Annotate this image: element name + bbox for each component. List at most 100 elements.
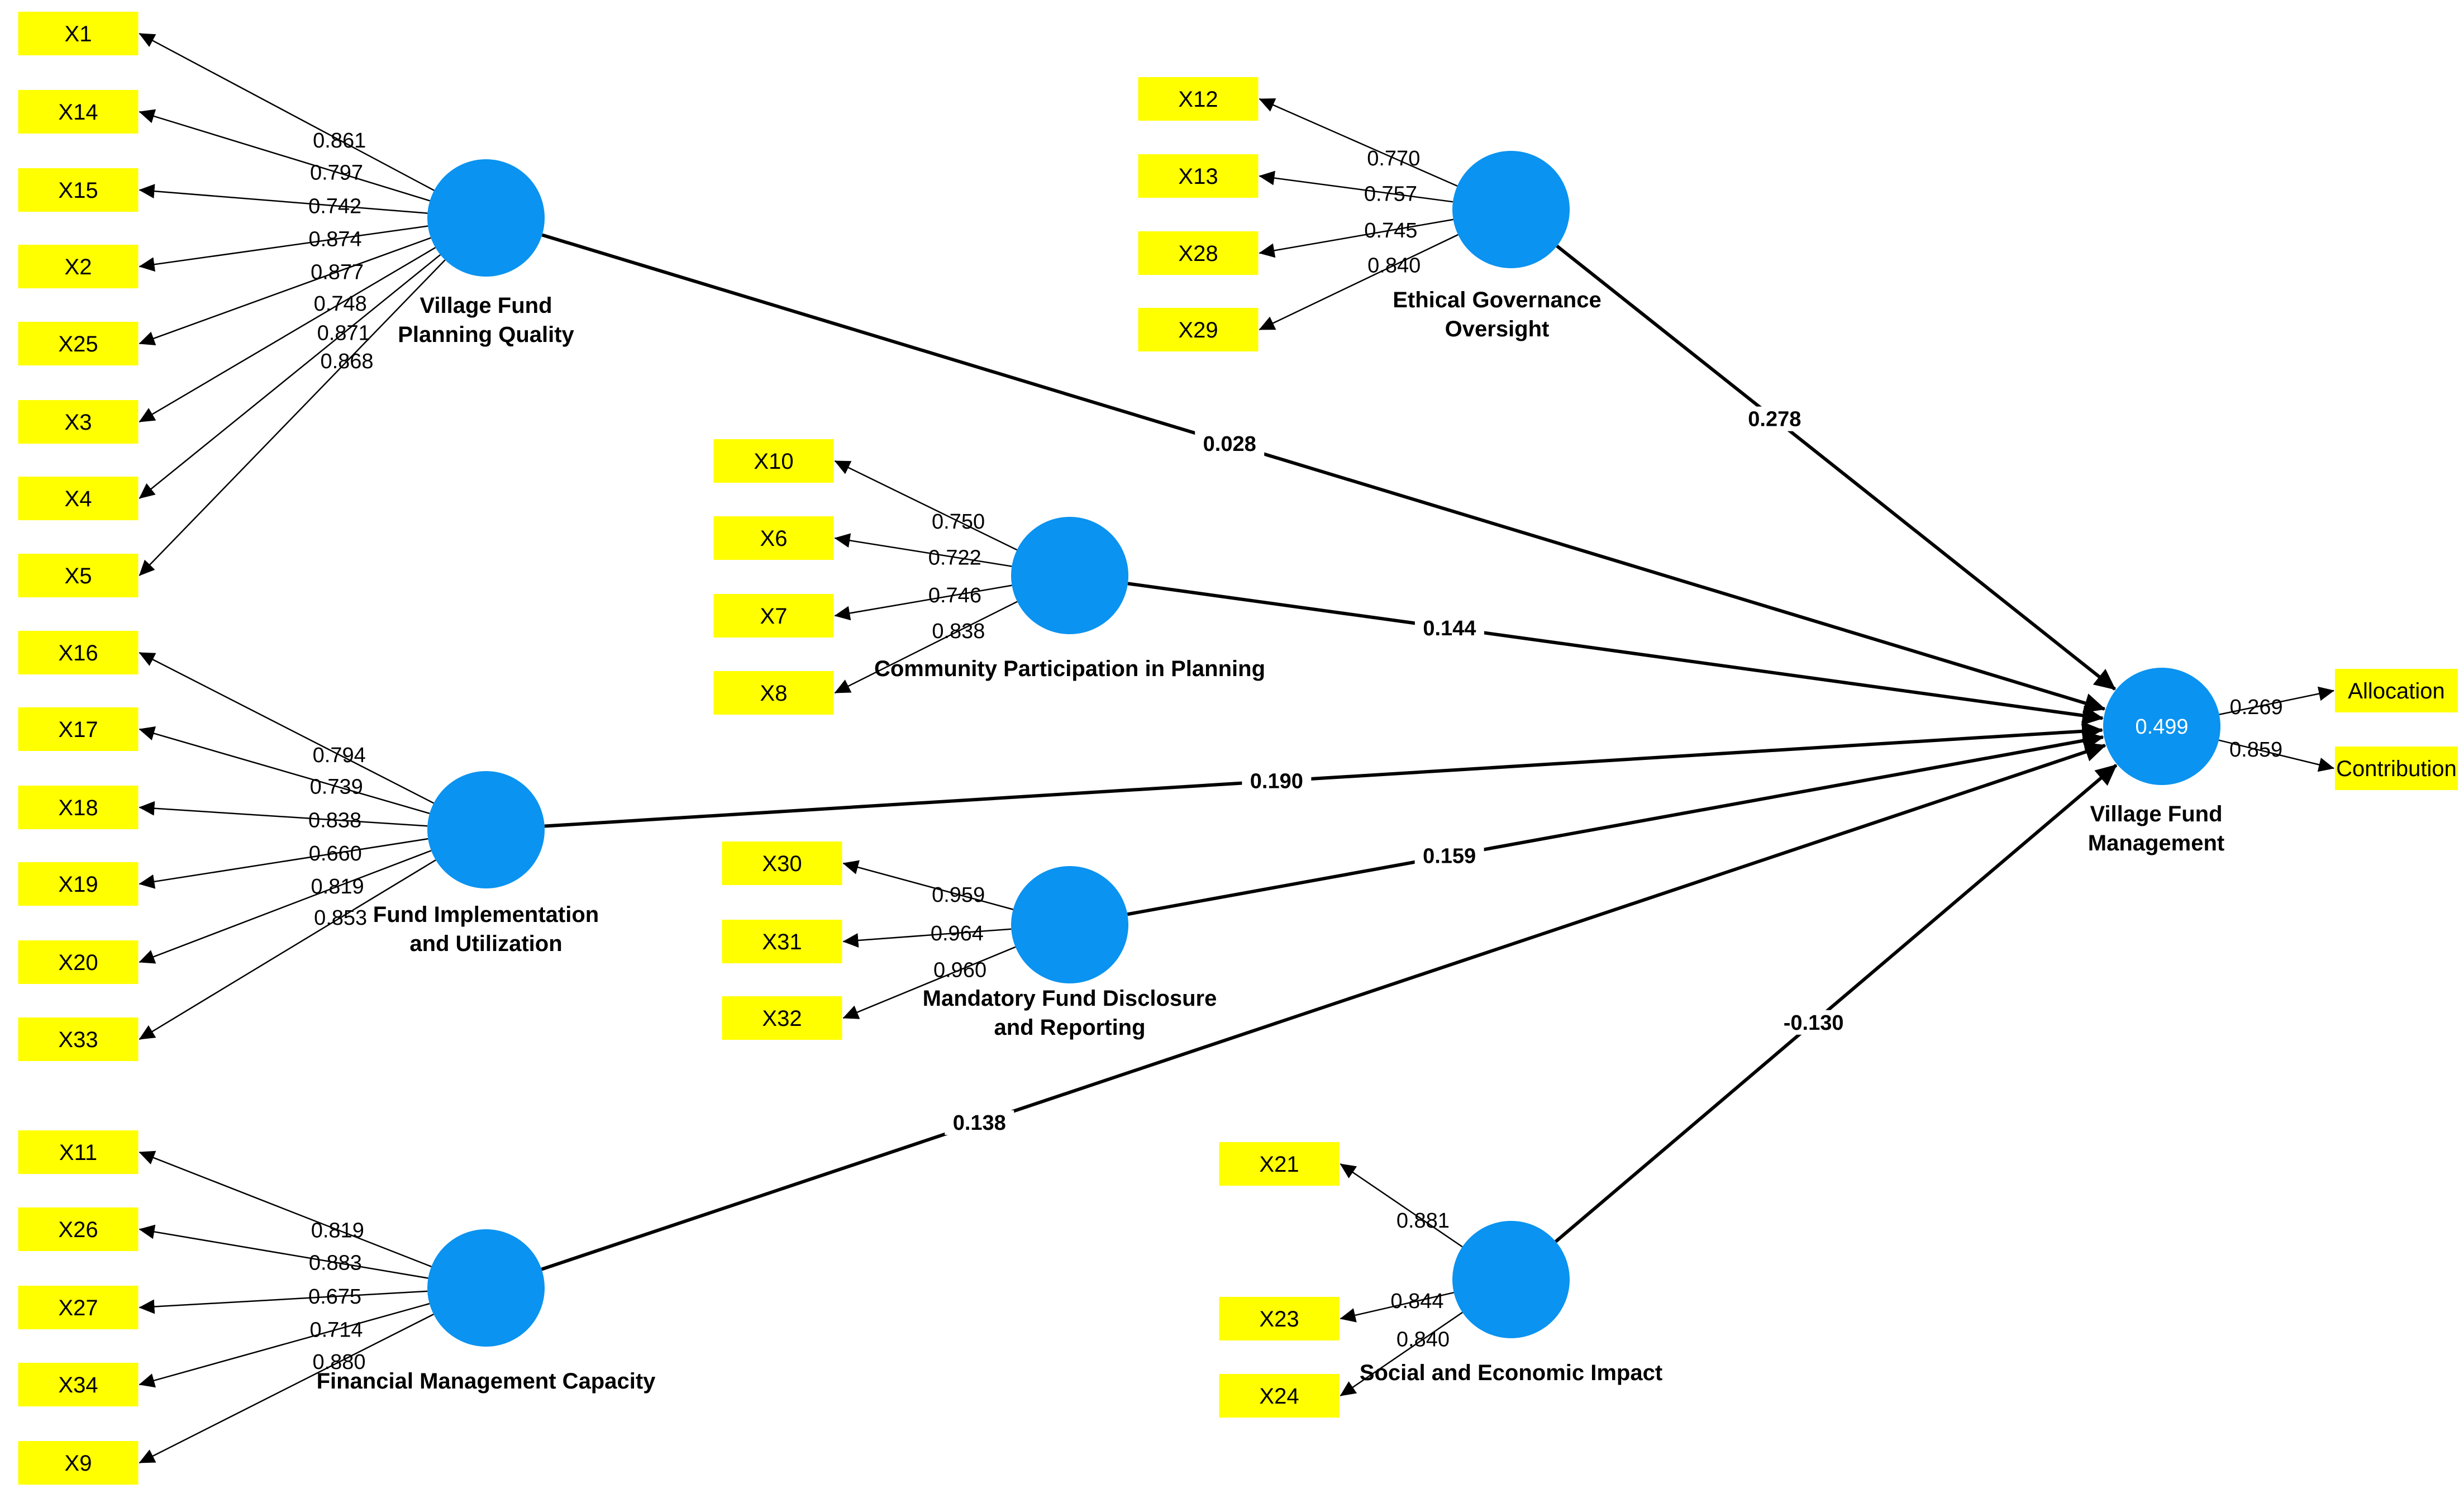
loading-arrow (139, 1224, 428, 1279)
indicator-label: X4 (65, 487, 92, 511)
indicator-x29[interactable]: X29 (1138, 308, 1259, 351)
path-label-bg (945, 1110, 1014, 1135)
construct-financial-management-capacity[interactable]: Financial Management Capacity (317, 1229, 656, 1394)
loading-arrow (139, 1290, 428, 1314)
construct-label: and Reporting (994, 1015, 1145, 1040)
indicator-x19[interactable]: X19 (18, 862, 139, 906)
indicator-x34[interactable]: X34 (18, 1363, 139, 1406)
indicator-x7[interactable]: X7 (713, 594, 834, 638)
loading-value: 0.714 (309, 1318, 363, 1342)
loading-arrow (1259, 170, 1453, 203)
indicator-x12[interactable]: X12 (1138, 77, 1259, 121)
indicator-x32[interactable]: X32 (722, 996, 842, 1040)
indicator-x1[interactable]: X1 (18, 12, 139, 55)
loading-value: 0.838 (308, 809, 361, 833)
indicator-label: X15 (58, 178, 98, 203)
indicator-label: Contribution (2336, 757, 2457, 781)
indicator-x27[interactable]: X27 (18, 1286, 139, 1329)
indicator-label: X18 (58, 796, 98, 820)
indicator-box (18, 786, 139, 829)
loading-arrow (139, 32, 435, 191)
indicator-x14[interactable]: X14 (18, 90, 139, 134)
indicator-x17[interactable]: X17 (18, 707, 139, 751)
loading-arrow (834, 584, 1012, 621)
loading-arrow (139, 726, 430, 815)
path-arrow-sei-to-vfm (1555, 764, 2118, 1243)
construct-circle (1452, 151, 1570, 268)
indicator-x15[interactable]: X15 (18, 168, 139, 212)
path-coefficient: 0.144 (1423, 617, 1476, 640)
path-coefficient: 0.190 (1250, 770, 1303, 793)
construct-label: Village Fund (2090, 802, 2222, 826)
indicator-label: X20 (58, 950, 98, 975)
loading-value: 0.739 (310, 776, 363, 799)
indicator-x18[interactable]: X18 (18, 786, 139, 829)
path-coefficient: 0.159 (1423, 845, 1476, 868)
indicator-boxes: X1X14X15X2X25X3X4X5X16X17X18X19X20X33X11… (18, 12, 2458, 1485)
indicator-allocation[interactable]: Allocation (2335, 669, 2458, 712)
loading-value: 0.794 (313, 744, 366, 767)
indicator-x13[interactable]: X13 (1138, 154, 1259, 198)
indicator-x2[interactable]: X2 (18, 245, 139, 288)
loading-value: 0.770 (1367, 147, 1420, 170)
indicator-x5[interactable]: X5 (18, 554, 139, 597)
loading-value: 0.750 (932, 510, 985, 534)
indicator-x31[interactable]: X31 (722, 920, 842, 963)
indicator-x33[interactable]: X33 (18, 1017, 139, 1061)
path-arrow-ego-to-vfm (1556, 244, 2117, 691)
loading-value: 0.269 (2230, 696, 2283, 719)
path-label-bg (1739, 406, 1809, 431)
indicator-box (18, 322, 139, 365)
loading-value: 0.819 (311, 1219, 364, 1242)
indicator-x28[interactable]: X28 (1138, 231, 1259, 275)
indicator-x9[interactable]: X9 (18, 1441, 139, 1485)
construct-circle (1452, 1221, 1570, 1338)
loading-arrow (139, 652, 435, 804)
indicator-x25[interactable]: X25 (18, 322, 139, 365)
indicator-x30[interactable]: X30 (722, 841, 842, 885)
indicator-x3[interactable]: X3 (18, 400, 139, 444)
indicator-x23[interactable]: X23 (1219, 1297, 1340, 1340)
path-label-bg (1195, 431, 1265, 456)
indicator-box (18, 12, 139, 55)
indicator-label: X17 (58, 717, 98, 742)
indicator-x11[interactable]: X11 (18, 1130, 139, 1174)
indicator-x24[interactable]: X24 (1219, 1374, 1340, 1418)
indicator-label: X33 (58, 1028, 98, 1052)
construct-social-and-economic-impact[interactable]: Social and Economic Impact (1360, 1221, 1662, 1385)
indicator-box (1138, 154, 1259, 198)
indicator-box (1219, 1374, 1340, 1418)
loading-arrow (1340, 1292, 1454, 1323)
indicator-x4[interactable]: X4 (18, 477, 139, 520)
loading-value: 0.959 (932, 883, 985, 907)
indicator-x6[interactable]: X6 (713, 516, 834, 560)
loading-value: 0.964 (931, 922, 984, 945)
construct-label: Social and Economic Impact (1360, 1361, 1662, 1385)
indicator-x20[interactable]: X20 (18, 940, 139, 984)
construct-community-participation-in-planning[interactable]: Community Participation in Planning (874, 517, 1265, 681)
loading-arrow (139, 237, 431, 346)
loading-arrow (834, 533, 1012, 567)
indicator-box (18, 245, 139, 288)
indicator-label: X3 (65, 410, 92, 435)
construct-label: Fund Implementation (373, 902, 599, 927)
indicator-x10[interactable]: X10 (713, 439, 834, 483)
path-coefficient: -0.130 (1784, 1011, 1844, 1035)
indicator-label: X24 (1259, 1384, 1299, 1409)
indicator-box (18, 1207, 139, 1251)
indicator-label: X2 (65, 255, 92, 279)
loading-arrow (2218, 739, 2334, 772)
indicator-x8[interactable]: X8 (713, 671, 834, 715)
loading-arrow (1340, 1163, 1463, 1248)
loading-value: 0.960 (933, 959, 986, 982)
indicator-contribution[interactable]: Contribution (2335, 746, 2458, 790)
indicator-x16[interactable]: X16 (18, 631, 139, 674)
indicator-x26[interactable]: X26 (18, 1207, 139, 1251)
indicator-box (18, 168, 139, 212)
indicator-x21[interactable]: X21 (1219, 1142, 1340, 1186)
